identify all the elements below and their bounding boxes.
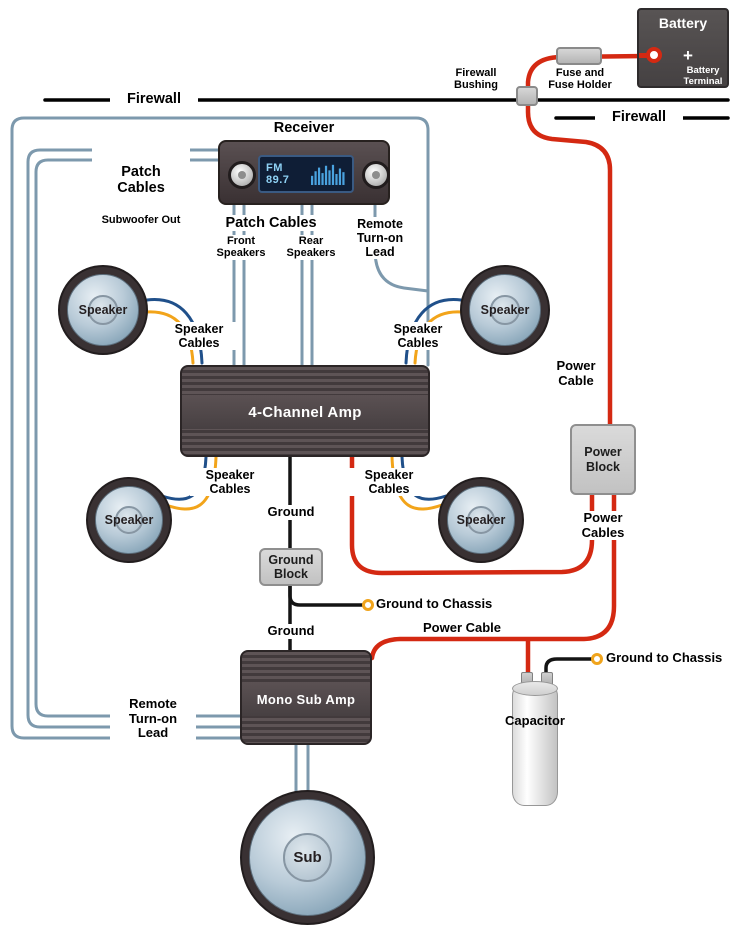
battery-terminal-ring-icon xyxy=(646,47,662,63)
ground-to-chassis-label-2: Ground to Chassis xyxy=(606,650,723,665)
main-power-cable xyxy=(525,53,655,430)
speaker-rear-right: Speaker xyxy=(438,477,524,563)
frequency-readout: FM 89.7 xyxy=(266,162,290,186)
mono-sub-amp: Mono Sub Amp xyxy=(240,650,372,745)
four-channel-amp: 4-Channel Amp xyxy=(180,365,430,457)
speaker-cone xyxy=(447,486,515,554)
amp-name: 4-Channel Amp xyxy=(248,403,362,421)
sub-label: Sub xyxy=(293,849,322,866)
capacitor-ground-wire xyxy=(544,657,593,683)
ground-block: Ground Block xyxy=(259,548,323,586)
subwoofer: Sub xyxy=(240,790,375,925)
plus-icon: + xyxy=(683,46,693,65)
battery-terminal-label: Battery Terminal xyxy=(683,65,723,87)
receiver-title: Receiver xyxy=(273,120,335,136)
power-cable-label-right: Power Cable xyxy=(556,358,596,388)
ground-ring-terminal-icon xyxy=(362,599,374,611)
ground-ring-terminal-icon xyxy=(591,653,603,665)
firewall-bushing xyxy=(516,86,538,106)
fuse-holder xyxy=(556,47,602,65)
battery-wire-stub xyxy=(639,53,652,58)
speaker-label: Speaker xyxy=(104,513,154,527)
capacitor-label: Capacitor xyxy=(505,713,565,728)
tuning-knob-icon xyxy=(362,161,390,189)
firewall-bushing-label: Firewall Bushing xyxy=(454,67,498,92)
amp-label-band: Mono Sub Amp xyxy=(242,682,370,716)
speaker-cone xyxy=(249,799,366,916)
remote-turn-on-lead-label-top: Remote Turn-on Lead xyxy=(344,217,416,259)
speaker-cables-label-br: Speaker Cables xyxy=(349,468,429,496)
front-speakers-label: Front Speakers xyxy=(206,235,276,260)
receiver-display: FM 89.7 xyxy=(258,155,354,193)
subwoofer-patch-label: Patch Cables Subwoofer Out xyxy=(92,146,190,245)
ground-to-chassis-wire-1 xyxy=(288,582,364,607)
power-cable-label-mid: Power Cable xyxy=(422,620,502,635)
speaker-cables-label-tl: Speaker Cables xyxy=(159,322,239,350)
speaker-rear-left: Speaker xyxy=(86,477,172,563)
speaker-cables-label-bl: Speaker Cables xyxy=(190,468,270,496)
capacitor-top xyxy=(512,681,558,696)
firewall-label-left: Firewall xyxy=(110,91,198,108)
ground-label-top: Ground xyxy=(254,504,328,520)
speaker-front-right: Speaker xyxy=(460,265,550,355)
fuse-holder-label: Fuse and Fuse Holder xyxy=(548,67,612,92)
spectrum-bars-icon xyxy=(311,164,345,185)
rear-speakers-label: Rear Speakers xyxy=(276,235,346,260)
ground-label-mid: Ground xyxy=(254,623,328,639)
power-block: Power Block xyxy=(570,424,636,495)
speaker-cone xyxy=(469,274,541,346)
speaker-label: Speaker xyxy=(78,303,128,317)
firewall-label-right: Firewall xyxy=(595,109,683,126)
speaker-front-left: Speaker xyxy=(58,265,148,355)
subwoofer-out-text: Subwoofer Out xyxy=(101,214,181,227)
capacitor xyxy=(512,681,558,806)
power-cable-to-4ch-amp xyxy=(349,453,595,576)
speaker-label: Speaker xyxy=(456,513,506,527)
battery-title: Battery xyxy=(658,15,708,31)
speaker-cables-label-tr: Speaker Cables xyxy=(378,322,458,350)
ground-block-label: Ground Block xyxy=(268,552,314,581)
patch-cables-label: Patch Cables xyxy=(217,215,325,232)
power-block-label: Power Block xyxy=(584,445,622,474)
amp-label-band: 4-Channel Amp xyxy=(182,395,428,429)
speaker-cone xyxy=(67,274,139,346)
ground-to-chassis-label-1: Ground to Chassis xyxy=(376,596,493,611)
subwoofer-patch-cable-1 xyxy=(26,148,244,729)
volume-knob-icon xyxy=(228,161,256,189)
power-cable-to-mono-amp xyxy=(369,491,617,661)
power-cables-label: Power Cables xyxy=(566,510,640,541)
amp-name: Mono Sub Amp xyxy=(256,691,356,707)
speaker-cone xyxy=(95,486,163,554)
speaker-label: Speaker xyxy=(480,303,530,317)
receiver: FM 89.7 xyxy=(218,140,390,205)
subwoofer-patch-cable-2 xyxy=(34,158,244,718)
remote-turn-on-lead-label-bottom: Remote Turn-on Lead xyxy=(110,696,196,741)
patch-cables-text: Patch Cables xyxy=(117,163,165,197)
remote-turn-on-lead-wire xyxy=(10,116,430,740)
